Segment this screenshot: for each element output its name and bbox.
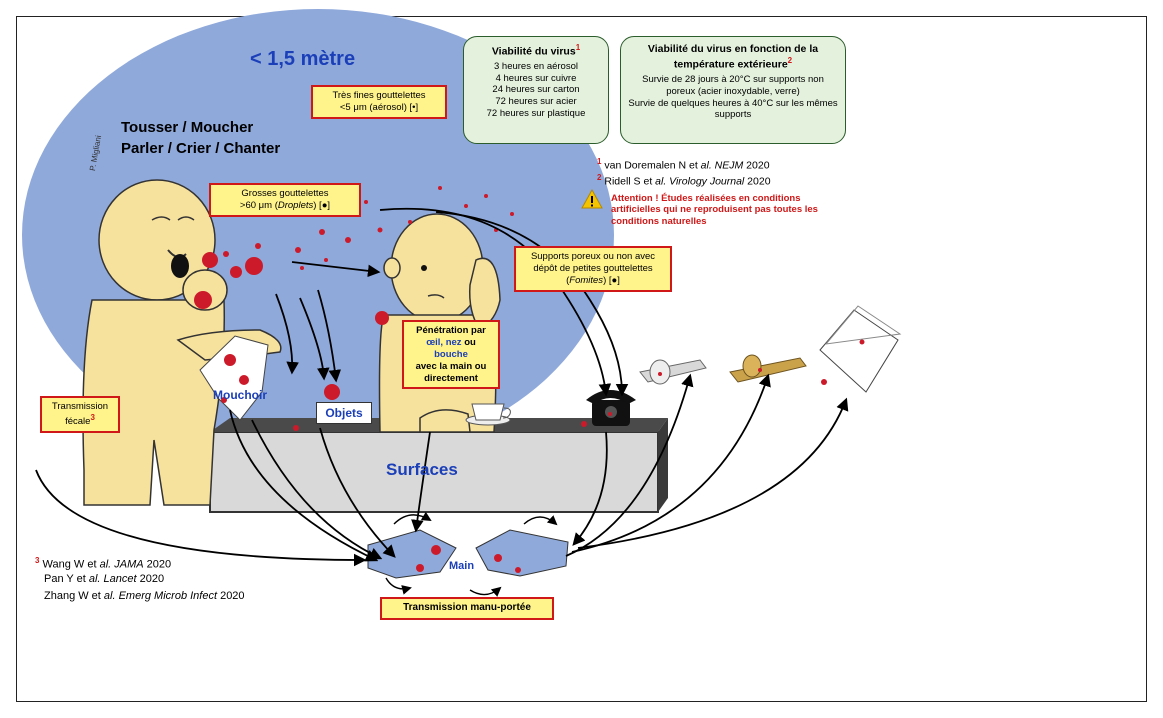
viability-title: Viabilité du virus [491,45,576,58]
viability-line: 72 heures sur acier [495,96,577,108]
reference-5-year: 2020 [217,590,245,602]
reference-5: Zhang W et al. Emerg Microb Infect 2020 [44,590,245,602]
reference-2-year: 2020 [744,175,771,188]
objets-label: Objets [316,402,372,424]
big-droplets-box: Grosses gouttelettes >60 μm (Droplets) [… [209,183,361,217]
reference-4: Pan Y et al. Lancet 2020 [44,573,164,585]
viability-temp-line: Survie de 28 jours à 20°C sur supports n… [642,73,824,97]
reference-3-journal: al. JAMA [99,558,144,571]
surfaces-label: Surfaces [386,460,458,479]
penetration-line1: Pénétration par [416,325,486,336]
door-handle-silver [639,359,707,385]
reference-3-authors: Wang W et [42,558,100,571]
manuportee-box: Transmission manu-portée [380,597,554,620]
viability-line: 24 heures sur carton [492,84,580,96]
viability-temp-box: Viabilité du virus en fonction de la tem… [620,36,846,144]
mouchoir-label: Mouchoir [213,388,267,402]
fecal-line1: Transmission [51,401,109,412]
fine-droplets-box: Très fines gouttelettes <5 μm (aérosol) … [311,85,447,119]
reference-4-journal: al. Lancet [88,573,137,585]
reference-4-authors: Pan Y et [44,573,89,585]
door-handle-gold [729,354,807,383]
warning-icon [581,189,603,209]
fomites-line3-b: ) [●] [603,274,620,286]
reference-5-journal: al. Emerg Microb Infect [103,590,218,602]
penetration-nose: nez [445,336,462,348]
reference-5-authors: Zhang W et [44,590,104,602]
reference-2-num: 2 [597,173,602,182]
action-tousser: Tousser / Moucher [121,119,254,136]
reference-3-year: 2020 [143,558,172,571]
viability-box: Viabilité du virus1 3 heures en aérosol … [463,36,609,144]
fine-droplets-line1: Très fines gouttelettes [332,90,426,101]
distance-label: < 1,5 mètre [250,48,356,70]
reference-1-year: 2020 [743,159,770,172]
reference-1-authors: van Doremalen N et [604,159,701,172]
droplets [194,186,865,573]
action-parler: Parler / Crier / Chanter [121,140,281,157]
fomites-line1: Supports poreux ou non avec [530,251,656,262]
telephone [586,390,636,426]
surfaces-table [209,418,668,513]
warning-text: Attention ! Études réalisées en conditio… [611,193,818,227]
fomites-line2: dépôt de petites gouttelettes [533,262,653,274]
viability-temp-title: Viabilité du virus en fonction de la tem… [647,43,819,71]
fomites-line3-em: Fomites [569,274,604,286]
big-droplets-line2-b: ) [●] [313,199,331,211]
penetration-box: Pénétration par œil, nez ou bouche avec … [402,320,500,390]
main-label: Main [449,560,475,572]
fine-droplets-line2: <5 μm (aérosol) [•] [339,101,419,113]
fecal-box: Transmission fécale3 [40,396,120,433]
reference-1: 1 van Doremalen N et al. NEJM 2020 [597,157,770,172]
hand-cycle-arrows [385,511,558,597]
reference-4-year: 2020 [136,573,165,585]
penetration-or: ou [461,336,476,348]
reference-3-num: 3 [35,556,40,565]
viability-temp-line: Survie de quelques heures à 40°C sur les… [628,97,838,121]
handshake [367,529,569,579]
penetration-mouth: bouche [434,348,468,360]
big-droplets-line2-em: Droplets [277,199,314,211]
fomites-box: Supports poreux ou non avec dépôt de pet… [514,246,672,292]
penetration-eye: œil, [426,336,446,348]
big-droplets-line1: Grosses gouttelettes [241,188,329,199]
viability-line: 3 heures en aérosol [494,60,578,72]
fomites-line3-a: ( [566,274,570,286]
tissue [199,335,269,421]
viability-ref: 1 [575,43,581,52]
penetration-line4: directement [424,372,478,384]
reference-1-num: 1 [597,157,602,166]
reference-2: 2 Ridell S et al. Virology Journal 2020 [597,173,771,188]
fecal-ref: 3 [90,412,95,422]
reference-3: 3 Wang W et al. JAMA 2020 [35,556,171,571]
cup [465,403,511,426]
viability-temp-ref: 2 [787,56,793,66]
penetration-line3: avec la main ou [415,360,487,372]
book [819,305,902,393]
viability-line: 72 heures sur plastique [486,108,586,120]
fecal-line2: fécale [65,416,91,428]
reference-1-journal: al. NEJM [700,159,744,172]
reference-2-authors: Ridell S et [604,175,656,188]
big-droplets-line2-a: >60 μm ( [239,199,278,211]
viability-line: 4 heures sur cuivre [495,72,577,84]
coughing-person [82,179,282,506]
reference-2-journal: al. Virology Journal [655,175,745,188]
